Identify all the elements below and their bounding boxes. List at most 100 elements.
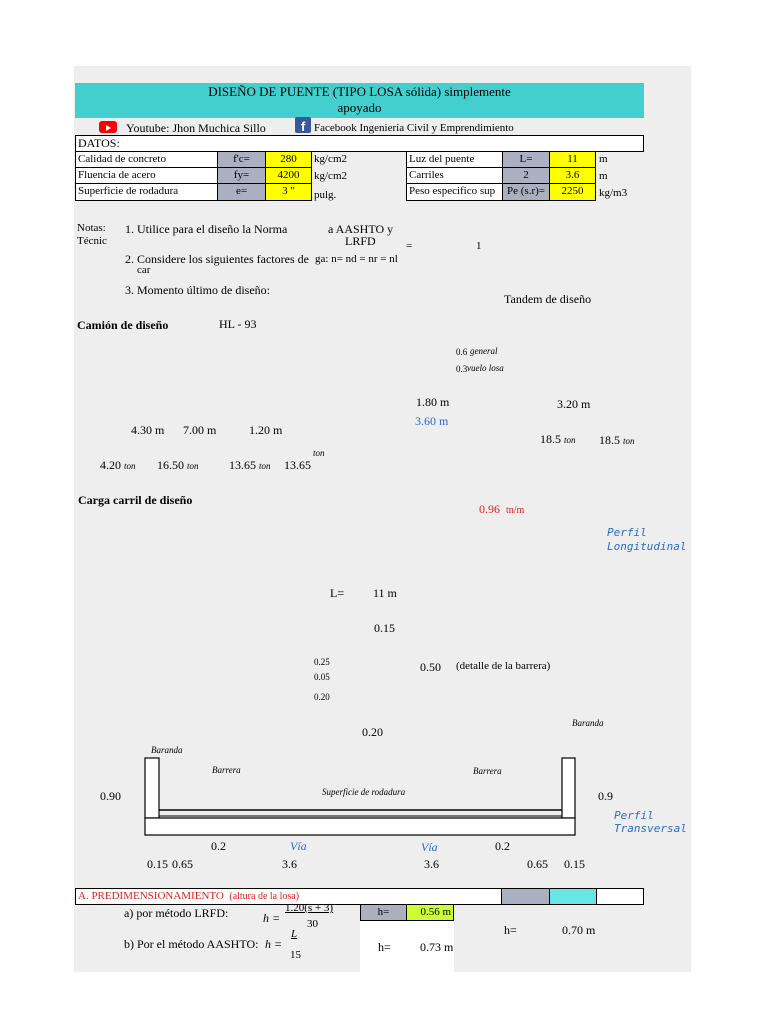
via-2: Vía bbox=[421, 840, 438, 854]
bottom-065-left: 0.65 bbox=[172, 857, 193, 871]
camion-load-2: 16.50 ton bbox=[157, 458, 199, 472]
camion-load-3: 13.65 ton bbox=[229, 458, 271, 472]
bottom-36-right: 3.6 bbox=[424, 857, 439, 871]
vuelo-label: vuelo losa bbox=[467, 363, 504, 373]
datos-right-unit-3: kg/m3 bbox=[599, 187, 628, 199]
carril-value: 0.96 tn/m bbox=[479, 502, 525, 516]
datos-left-unit-1: kg/cm2 bbox=[314, 153, 347, 165]
predim-a-den: 30 bbox=[307, 918, 318, 930]
general-value: 0.6 bbox=[456, 347, 468, 357]
nota-1-c: LRFD bbox=[345, 234, 376, 248]
datos-left-symbol-3: e= bbox=[217, 183, 266, 201]
title-line-1: DISEÑO DE PUENTE (TIPO LOSA sólida) simp… bbox=[208, 84, 511, 99]
bottom-015-right: 0.15 bbox=[564, 857, 585, 871]
datos-left-label-1: Calidad de concreto bbox=[75, 151, 218, 168]
svg-text:f: f bbox=[301, 119, 306, 133]
barrera-005: 0.05 bbox=[314, 672, 330, 682]
height-right: 0.9 bbox=[598, 789, 613, 803]
predim-b-num: L bbox=[291, 928, 298, 940]
datos-right-label-2: Carriles bbox=[406, 167, 503, 184]
datos-left-label-3: Superficie de rodadura bbox=[75, 183, 218, 201]
nota-1: 1. Utilice para el diseño la Norma bbox=[125, 222, 288, 236]
tandem-load-2: 18.5 ton bbox=[599, 433, 635, 447]
notas-label-2: Técnic bbox=[77, 235, 107, 247]
datos-right-label-1: Luz del puente bbox=[406, 151, 503, 168]
dim-02-right: 0.2 bbox=[495, 839, 510, 853]
datos-right-value-3[interactable]: 2250 bbox=[549, 183, 596, 201]
barrera-050: 0.50 bbox=[420, 660, 441, 674]
predim-b-den: 15 bbox=[290, 949, 301, 961]
youtube-icon[interactable] bbox=[99, 121, 117, 133]
datos-left-symbol-2: fy= bbox=[217, 167, 266, 184]
bottom-36-left: 3.6 bbox=[282, 857, 297, 871]
perfil-long-2: Longitudinal bbox=[607, 540, 687, 553]
barrera-detalle: (detalle de la barrera) bbox=[456, 660, 551, 672]
slab bbox=[144, 817, 576, 836]
predim-cyan-cell bbox=[549, 888, 597, 905]
camion-load-1: 4.20 ton bbox=[100, 458, 136, 472]
nota-2: 2. Considere los siguientes factores de bbox=[125, 252, 309, 266]
nota-3: 3. Momento último de diseño: bbox=[125, 283, 270, 297]
predim-gray-cell bbox=[501, 888, 550, 905]
datos-right-unit-1: m bbox=[599, 153, 608, 165]
predim-a-hlabel: h= bbox=[360, 904, 407, 921]
datos-right-label-3: Peso especifico sup bbox=[406, 183, 503, 201]
perfil-trans-1: Perfil bbox=[614, 809, 654, 822]
predim-b-label: b) Por el método AASHTO: bbox=[124, 937, 259, 951]
nota-one: 1 bbox=[476, 240, 482, 252]
predim-b-h: h = bbox=[265, 937, 283, 951]
datos-left-value-3[interactable]: 3 " bbox=[265, 183, 312, 201]
via-1: Vía bbox=[290, 839, 307, 853]
height-left: 0.90 bbox=[100, 789, 121, 803]
barrera-020b: 0.20 bbox=[362, 725, 383, 739]
cross-section-drawing bbox=[144, 757, 576, 836]
tandem-dist-2: 3.20 m bbox=[557, 397, 591, 411]
barrera-015: 0.15 bbox=[374, 621, 395, 635]
dim-02-left: 0.2 bbox=[211, 839, 226, 853]
bottom-015-left: 0.15 bbox=[147, 857, 168, 871]
predim-header-sub: (altura de la losa) bbox=[229, 891, 300, 902]
baranda-left: Baranda bbox=[151, 745, 183, 755]
predim-b-value: 0.73 m bbox=[420, 940, 454, 954]
bottom-065-right: 0.65 bbox=[527, 857, 548, 871]
nota-1-b: a AASHTO y bbox=[328, 222, 394, 236]
nota-eq: = bbox=[406, 240, 413, 252]
predim-a-h: h = bbox=[263, 911, 281, 925]
camion-dist-1: 4.30 m bbox=[131, 423, 165, 437]
datos-left-label-2: Fluencia de acero bbox=[75, 167, 218, 184]
title-line-2: apoyado bbox=[337, 100, 382, 115]
datos-left-unit-3: pulg. bbox=[314, 189, 337, 201]
superficie-label: Superficie de rodadura bbox=[322, 787, 406, 797]
predim-a-num: 1.20(s + 3) bbox=[285, 902, 334, 914]
tandem-title: Tandem de diseño bbox=[504, 292, 592, 306]
document-title: DISEÑO DE PUENTE (TIPO LOSA sólida) simp… bbox=[75, 83, 644, 118]
perfil-long-1: Perfil bbox=[607, 526, 647, 539]
barrera-left-label: Barrera bbox=[212, 765, 241, 775]
datos-right-symbol-2: 2 bbox=[502, 167, 550, 184]
barrera-025: 0.25 bbox=[314, 657, 330, 667]
barrera-020a: 0.20 bbox=[314, 692, 330, 702]
camion-label: Camión de diseño bbox=[77, 318, 169, 332]
long-L-value: 11 m bbox=[373, 586, 397, 600]
predim-a-value[interactable]: 0.56 m bbox=[406, 904, 454, 921]
datos-left-value-1[interactable]: 280 bbox=[265, 151, 312, 168]
datos-left-value-2[interactable]: 4200 bbox=[265, 167, 312, 184]
youtube-label[interactable]: Youtube: Jhon Muchica Sillo bbox=[126, 121, 266, 135]
predim-c-value: 0.70 m bbox=[562, 923, 596, 937]
datos-right-unit-2: m bbox=[599, 170, 608, 182]
long-L-label: L= bbox=[330, 586, 345, 600]
facebook-label[interactable]: Facebook Ingeniería Civil y Emprendimien… bbox=[314, 122, 514, 134]
tandem-load-1: 18.5 ton bbox=[540, 432, 576, 446]
datos-right-value-2[interactable]: 3.6 bbox=[549, 167, 596, 184]
predim-b-hlabel: h= bbox=[378, 940, 391, 954]
datos-right-value-1[interactable]: 11 bbox=[549, 151, 596, 168]
predim-c-hlabel: h= bbox=[504, 923, 517, 937]
carril-label: Carga carril de diseño bbox=[78, 493, 193, 507]
tandem-dist-1: 1.80 m bbox=[416, 395, 450, 409]
nota-2-b: car bbox=[137, 264, 151, 276]
barrier-left bbox=[144, 757, 160, 819]
facebook-icon[interactable]: f bbox=[295, 117, 311, 134]
datos-left-symbol-1: f'c= bbox=[217, 151, 266, 168]
barrier-right bbox=[561, 757, 576, 819]
camion-dist-2: 7.00 m bbox=[183, 423, 217, 437]
